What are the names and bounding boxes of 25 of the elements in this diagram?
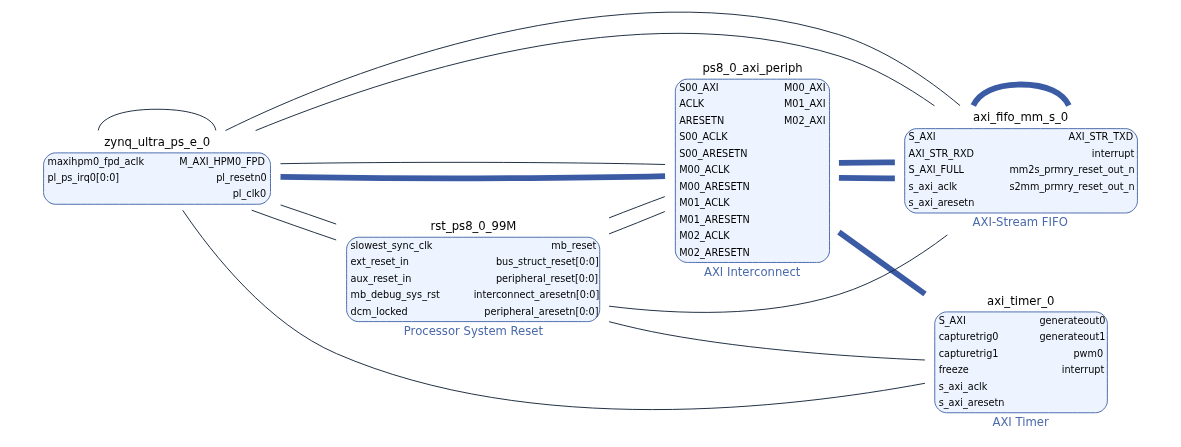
connector — [280, 204, 337, 225]
node-label: Processor System Reset — [403, 323, 544, 338]
node-label: AXI Timer — [992, 414, 1049, 429]
connector — [838, 174, 895, 182]
connector — [182, 209, 926, 411]
connector — [97, 108, 217, 131]
connector — [970, 81, 1072, 107]
node-label: AXI-Stream FIFO — [972, 215, 1068, 230]
node-label: axi_timer_0 — [987, 293, 1055, 308]
connector — [608, 196, 666, 219]
connector — [608, 211, 666, 235]
node-label: AXI Interconnect — [703, 264, 801, 279]
node-label: zynq_ultra_ps_e_0 — [104, 134, 211, 149]
connector — [838, 159, 895, 166]
node-label: rst_ps8_0_99M — [430, 219, 517, 234]
connector — [837, 229, 927, 297]
node-label: ps8_0_axi_periph — [702, 61, 803, 75]
connector — [280, 161, 666, 165]
connector — [225, 11, 961, 132]
connector — [251, 209, 337, 241]
connector — [608, 321, 926, 361]
connector — [255, 32, 935, 132]
connector — [608, 234, 948, 313]
connector — [280, 173, 666, 182]
node-label: axi_fifo_mm_s_0 — [973, 110, 1069, 125]
